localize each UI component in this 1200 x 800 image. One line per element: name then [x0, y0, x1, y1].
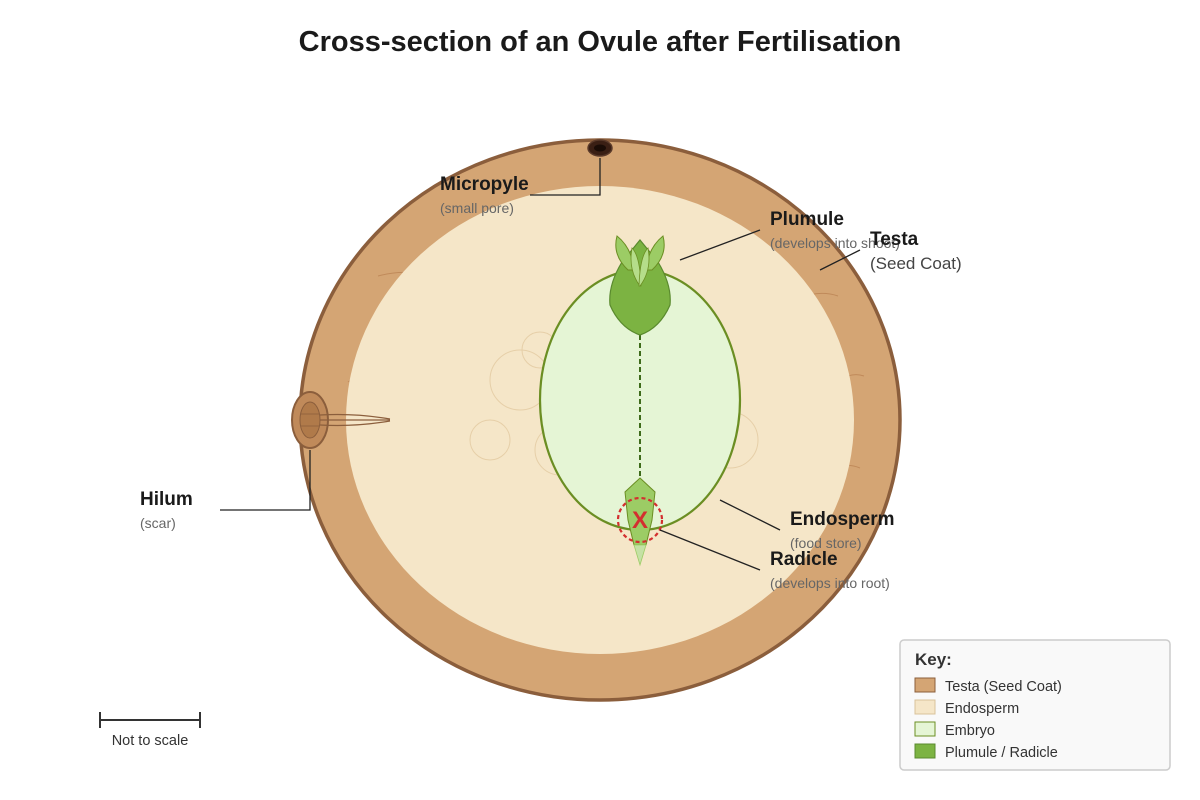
- radicle-label: Radicle: [770, 549, 838, 570]
- radicle-leader: [659, 529, 761, 571]
- endosperm-texture: [469, 419, 511, 461]
- hilum-leader: [220, 450, 311, 511]
- legend-title: Key:: [915, 650, 952, 669]
- marker-x: X: [632, 507, 648, 534]
- hilum: [291, 391, 391, 449]
- hilum-note: (scar): [140, 515, 176, 531]
- legend-item-embryo: Embryo: [945, 723, 995, 739]
- micropyle-leader: [530, 158, 601, 196]
- testa-note: (Seed Coat): [870, 254, 962, 273]
- legend-swatch-embryo: [914, 721, 936, 737]
- legend-item-endosperm: Endosperm: [945, 701, 1019, 717]
- diagram-title: Cross-section of an Ovule after Fertilis…: [299, 26, 902, 58]
- endosperm-label: Endosperm: [790, 509, 895, 530]
- marker-circle: [616, 496, 664, 544]
- endosperm-note: (food store): [790, 535, 862, 551]
- scale-bar-text: Not to scale: [112, 733, 189, 749]
- radicle-note: (develops into root): [770, 575, 890, 591]
- micropyle-label: Micropyle: [440, 174, 529, 195]
- legend: Key: Testa (Seed Coat) Endosperm Embryo …: [899, 639, 1171, 771]
- legend-item-plumule-radicle: Plumule / Radicle: [945, 745, 1058, 761]
- plumule-note: (develops into shoot): [770, 235, 900, 251]
- plumule-label: Plumule: [770, 209, 844, 230]
- legend-item-testa: Testa (Seed Coat): [945, 679, 1062, 695]
- micropyle-note: (small pore): [440, 200, 514, 216]
- micropyle-opening: [594, 144, 606, 152]
- endosperm-leader: [719, 499, 781, 531]
- scale-bar: Not to scale: [99, 712, 201, 749]
- plumule: [609, 235, 671, 336]
- hilum-label: Hilum: [140, 489, 193, 510]
- legend-swatch-plumule-radicle: [914, 743, 936, 759]
- testa-leader: [819, 249, 861, 271]
- legend-swatch-endosperm: [914, 699, 936, 715]
- legend-swatch-testa: [914, 677, 936, 693]
- testa-label: Testa: [870, 229, 919, 250]
- legend-box: [899, 639, 1171, 771]
- radicle: [624, 477, 656, 567]
- plumule-leader: [679, 229, 761, 261]
